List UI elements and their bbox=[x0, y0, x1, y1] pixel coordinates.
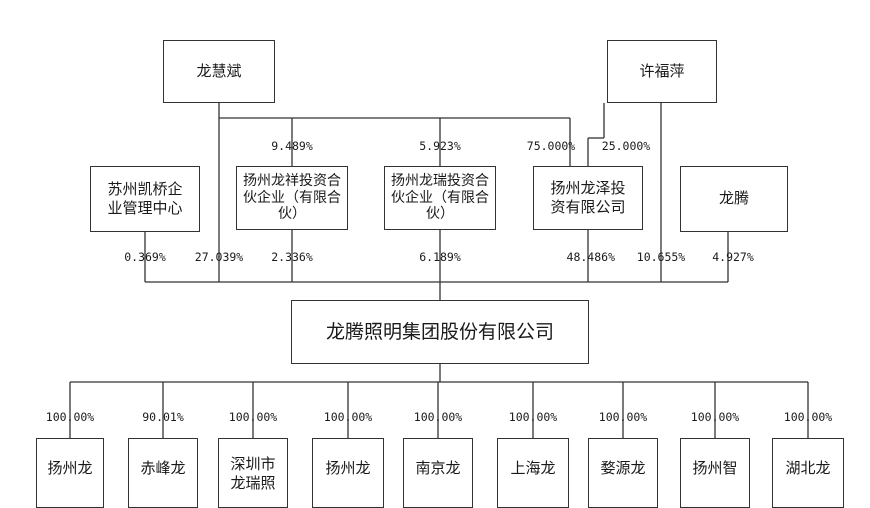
person-xu-fuping-label: 许福萍 bbox=[639, 61, 685, 80]
pct-long-teng: 4.927% bbox=[712, 250, 754, 264]
holder-long-teng: 龙腾 bbox=[680, 166, 788, 232]
holder-yangzhou-longxiang-label: 扬州龙祥投资合伙企业（有限合伙） bbox=[243, 172, 341, 223]
pct-subsidiary-1: 100.00% bbox=[45, 410, 95, 424]
pct-longze-fuping: 25.000% bbox=[601, 139, 651, 153]
pct-subsidiary-2: 90.01% bbox=[142, 410, 184, 424]
subsidiary-name-7: 婺源龙 bbox=[600, 459, 646, 477]
subsidiary-box-7: 婺源龙 bbox=[588, 438, 658, 508]
subsidiary-name-1: 扬州龙 bbox=[47, 459, 93, 477]
pct-subsidiary-6: 100.00% bbox=[508, 410, 558, 424]
subsidiary-name-5: 南京龙 bbox=[415, 459, 461, 477]
holder-long-teng-label: 龙腾 bbox=[718, 189, 749, 208]
pct-subsidiary-3: 100.00% bbox=[228, 410, 278, 424]
pct-longze: 48.486% bbox=[566, 250, 615, 264]
pct-longxiang-owner: 9.489% bbox=[271, 139, 313, 153]
holder-yangzhou-longrui: 扬州龙瑞投资合伙企业（有限合伙） bbox=[384, 166, 496, 230]
subsidiary-box-6: 上海龙 bbox=[497, 438, 569, 508]
subsidiary-name-6: 上海龙 bbox=[510, 459, 556, 477]
pct-longze-huibin: 75.000% bbox=[526, 139, 576, 153]
pct-fuping-direct: 10.655% bbox=[636, 250, 686, 264]
holder-yangzhou-longrui-label: 扬州龙瑞投资合伙企业（有限合伙） bbox=[391, 172, 489, 223]
pct-subsidiary-9: 100.00% bbox=[783, 410, 833, 424]
company-main: 龙腾照明集团股份有限公司 bbox=[291, 300, 589, 364]
subsidiary-box-5: 南京龙 bbox=[403, 438, 473, 508]
subsidiary-name-8: 扬州智 bbox=[692, 459, 738, 477]
pct-longrui-owner: 5.923% bbox=[419, 139, 461, 153]
company-main-label: 龙腾照明集团股份有限公司 bbox=[325, 320, 554, 343]
holder-yangzhou-longze: 扬州龙泽投资有限公司 bbox=[533, 166, 643, 230]
person-long-huibin-label: 龙慧斌 bbox=[196, 61, 242, 80]
holder-yangzhou-longxiang: 扬州龙祥投资合伙企业（有限合伙） bbox=[236, 166, 348, 230]
person-long-huibin: 龙慧斌 bbox=[163, 40, 275, 103]
subsidiary-box-2: 赤峰龙 bbox=[128, 438, 198, 508]
connector-lines bbox=[69, 103, 809, 438]
subsidiary-name-4: 扬州龙 bbox=[325, 459, 371, 477]
pct-subsidiary-8: 100.00% bbox=[690, 410, 740, 424]
pct-longxiang: 2.336% bbox=[271, 250, 313, 264]
subsidiary-name-9: 湖北龙 bbox=[785, 459, 831, 477]
subsidiary-box-9: 湖北龙 bbox=[772, 438, 844, 508]
pct-longrui: 6.189% bbox=[419, 250, 461, 264]
pct-huibin-direct: 27.039% bbox=[194, 250, 244, 264]
pct-kaiqiao: 0.369% bbox=[124, 250, 166, 264]
holder-yangzhou-longze-label: 扬州龙泽投资有限公司 bbox=[550, 178, 626, 217]
pct-subsidiary-5: 100.00% bbox=[413, 410, 463, 424]
holder-suzhou-kaiqiao-label: 苏州凯桥企业管理中心 bbox=[107, 179, 183, 218]
subsidiary-box-1: 扬州龙 bbox=[36, 438, 104, 508]
holder-suzhou-kaiqiao: 苏州凯桥企业管理中心 bbox=[90, 166, 200, 232]
subsidiary-name-3: 深圳市龙瑞照 bbox=[230, 455, 276, 492]
subsidiary-box-3: 深圳市龙瑞照 bbox=[218, 438, 288, 508]
pct-subsidiary-4: 100.00% bbox=[323, 410, 373, 424]
pct-subsidiary-7: 100.00% bbox=[598, 410, 648, 424]
subsidiary-box-8: 扬州智 bbox=[680, 438, 750, 508]
subsidiary-box-4: 扬州龙 bbox=[312, 438, 384, 508]
subsidiary-name-2: 赤峰龙 bbox=[140, 459, 186, 477]
person-xu-fuping: 许福萍 bbox=[607, 40, 717, 103]
